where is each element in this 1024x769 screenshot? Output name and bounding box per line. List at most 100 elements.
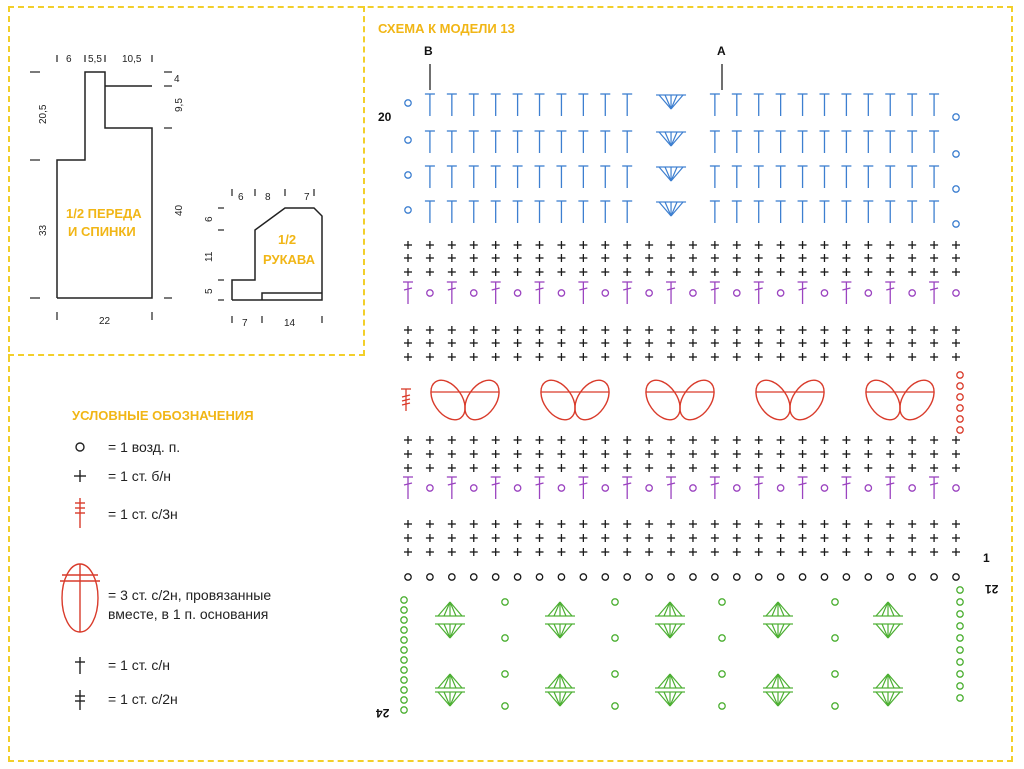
stitch-symbol (863, 93, 874, 116)
single-crochet-symbol (579, 268, 588, 276)
single-crochet-symbol (535, 548, 544, 556)
single-crochet-symbol (557, 268, 566, 276)
stitch-symbol (907, 93, 918, 116)
chain-symbol (689, 484, 697, 492)
stitch-symbol (446, 165, 457, 188)
stitch-symbol (534, 130, 545, 153)
single-crochet-symbol (864, 326, 873, 334)
stitch-symbol (709, 93, 720, 116)
chain-symbol (623, 573, 632, 581)
single-crochet-symbol (447, 450, 456, 458)
single-crochet-symbol (645, 241, 654, 249)
single-crochet-symbol (688, 436, 697, 444)
row-20-label: 20 (378, 110, 392, 124)
stitch-symbol (753, 165, 764, 188)
single-crochet-symbol (842, 254, 851, 262)
stitch-symbol (797, 281, 808, 304)
cluster-symbol (464, 379, 500, 421)
stitch-symbol (600, 200, 611, 223)
single-crochet-symbol (667, 326, 676, 334)
single-crochet-symbol (820, 254, 829, 262)
single-crochet-symbol (645, 436, 654, 444)
single-crochet-symbol (820, 353, 829, 361)
double-treble-icon (75, 690, 85, 710)
single-crochet-symbol (623, 436, 632, 444)
fan-symbol (763, 601, 793, 617)
single-crochet-symbol (579, 254, 588, 262)
single-crochet-symbol (908, 254, 917, 262)
cluster-symbol (679, 379, 715, 421)
stitch-symbol (622, 200, 633, 223)
single-crochet-symbol (535, 326, 544, 334)
single-crochet-symbol (754, 436, 763, 444)
single-crochet-symbol (820, 548, 829, 556)
single-crochet-symbol (688, 353, 697, 361)
single-crochet-symbol (557, 241, 566, 249)
chain-symbol (535, 573, 544, 581)
cluster-symbol (899, 379, 935, 421)
front-label-line-2: И СПИНКИ (68, 224, 136, 239)
chain-symbol (732, 484, 741, 492)
single-crochet-symbol (798, 254, 807, 262)
single-crochet-symbol (557, 450, 566, 458)
single-crochet-symbol (623, 520, 632, 528)
single-crochet-symbol (425, 339, 434, 347)
stitch-symbol (490, 93, 501, 116)
single-crochet-symbol (886, 268, 895, 276)
single-crochet-symbol (491, 520, 500, 528)
stitch-symbol (929, 165, 940, 188)
chain-symbol (956, 382, 964, 390)
single-crochet-symbol (798, 326, 807, 334)
single-crochet-symbol (469, 339, 478, 347)
single-crochet-symbol (404, 450, 412, 458)
front-right-3: 40 (174, 204, 185, 216)
fan-symbol (656, 201, 687, 217)
single-crochet-symbol (908, 241, 917, 249)
chain-symbol (400, 676, 408, 684)
single-crochet-symbol (688, 520, 697, 528)
chain-symbol (831, 702, 839, 710)
single-crochet-symbol (732, 548, 741, 556)
stitch-symbol (885, 93, 896, 116)
single-crochet-symbol (842, 353, 851, 361)
single-crochet-symbol (623, 534, 632, 542)
stitch-symbol (863, 165, 874, 188)
single-crochet-symbol (864, 464, 873, 472)
chain-symbol (776, 484, 785, 492)
single-crochet-symbol (425, 548, 434, 556)
chain-symbol (447, 573, 456, 581)
chain-symbol (864, 289, 873, 297)
single-crochet-symbol (601, 268, 610, 276)
stitch-symbol (490, 165, 501, 188)
single-crochet-symbol (864, 548, 873, 556)
single-crochet-symbol (688, 450, 697, 458)
single-crochet-symbol (798, 241, 807, 249)
single-crochet-symbol (579, 326, 588, 334)
single-crochet-symbol (579, 436, 588, 444)
stitch-symbol (446, 93, 457, 116)
legend-item-treble-3: = 1 ст. с/3н (108, 506, 178, 522)
single-crochet-symbol (776, 436, 785, 444)
single-crochet-symbol (886, 326, 895, 334)
single-crochet-symbol (535, 339, 544, 347)
single-crochet-symbol (557, 339, 566, 347)
front-left-2: 33 (38, 224, 49, 236)
chain-symbol (908, 573, 917, 581)
fan-symbol (763, 673, 793, 689)
single-crochet-symbol (732, 339, 741, 347)
stitch-symbol (841, 281, 852, 304)
single-crochet-symbol (886, 464, 895, 472)
single-crochet-symbol (425, 241, 434, 249)
single-crochet-symbol (842, 241, 851, 249)
single-crochet-icon (74, 470, 86, 482)
single-crochet-symbol (754, 326, 763, 334)
legend-item-dc: = 1 ст. с/н (108, 657, 171, 673)
stitch-symbol (709, 281, 720, 304)
fan-symbol (435, 601, 465, 617)
chain-symbol (732, 573, 741, 581)
single-crochet-symbol (404, 520, 412, 528)
chain-symbol (400, 596, 408, 604)
chain-symbol (469, 573, 478, 581)
sleeve-bottom-1: 7 (242, 318, 248, 329)
